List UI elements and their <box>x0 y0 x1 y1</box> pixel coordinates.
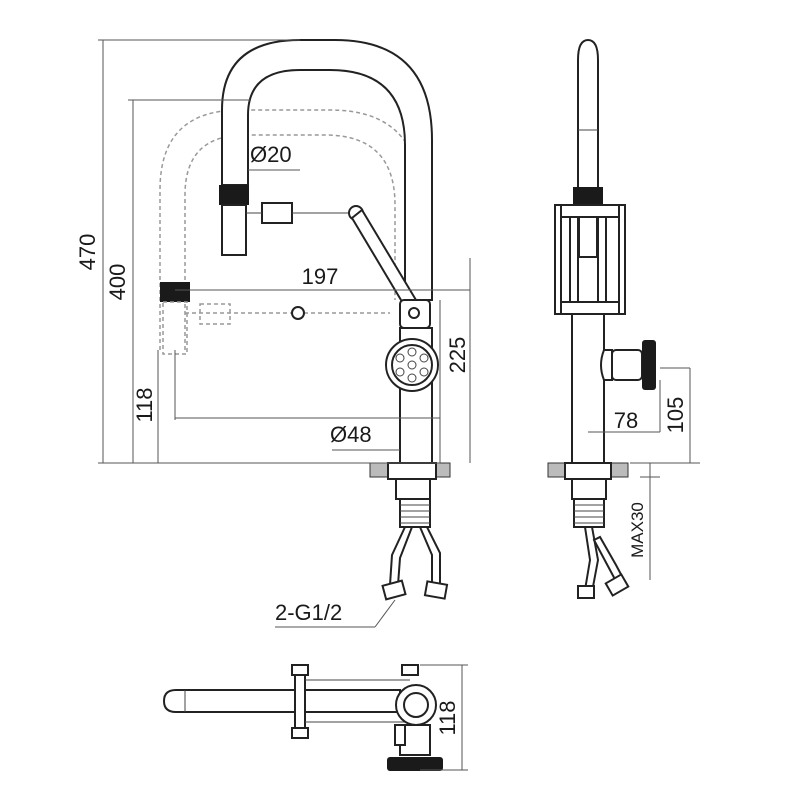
dimension-side-height: 105 <box>663 397 688 434</box>
front-dimension-lines <box>98 39 471 464</box>
dimension-base-diameter: Ø48 <box>330 422 372 447</box>
hose-left <box>388 526 414 586</box>
spray-head <box>219 185 418 307</box>
dimension-height-total: 470 <box>75 234 100 271</box>
dimension-height-body: 225 <box>445 337 470 374</box>
side-view: 78 105 MAX30 <box>547 38 700 599</box>
dimension-side-depth: 78 <box>614 408 638 433</box>
dimension-height-spout: 400 <box>105 264 130 301</box>
top-view: 118 <box>162 664 468 771</box>
dimension-spout-diameter: Ø20 <box>250 142 292 167</box>
dimension-height-base: 118 <box>132 387 157 422</box>
side-holder-bottom <box>554 301 626 315</box>
dimension-reach: 197 <box>302 264 339 289</box>
side-lever <box>611 349 643 381</box>
side-body-column <box>571 313 605 464</box>
dimension-hose-connection: 2-G1/2 <box>275 600 342 625</box>
spray-head-collar <box>219 185 249 205</box>
spray-head-body <box>221 204 247 256</box>
hose-right <box>418 526 441 586</box>
spout-gooseneck <box>221 39 433 301</box>
faucet-body <box>385 299 439 464</box>
mounting-nut <box>399 498 431 528</box>
spray-holder <box>261 202 293 224</box>
side-holder-top <box>554 204 626 218</box>
dimension-max-thickness: MAX30 <box>628 502 647 558</box>
top-spout <box>162 689 401 713</box>
side-spout <box>577 38 599 191</box>
ghost-spray-head <box>160 282 305 355</box>
front-view: 470 400 118 197 Ø20 Ø48 225 2-G1/2 <box>75 39 471 628</box>
mounting-assembly <box>369 462 451 601</box>
dimension-top-width: 118 <box>435 700 460 735</box>
